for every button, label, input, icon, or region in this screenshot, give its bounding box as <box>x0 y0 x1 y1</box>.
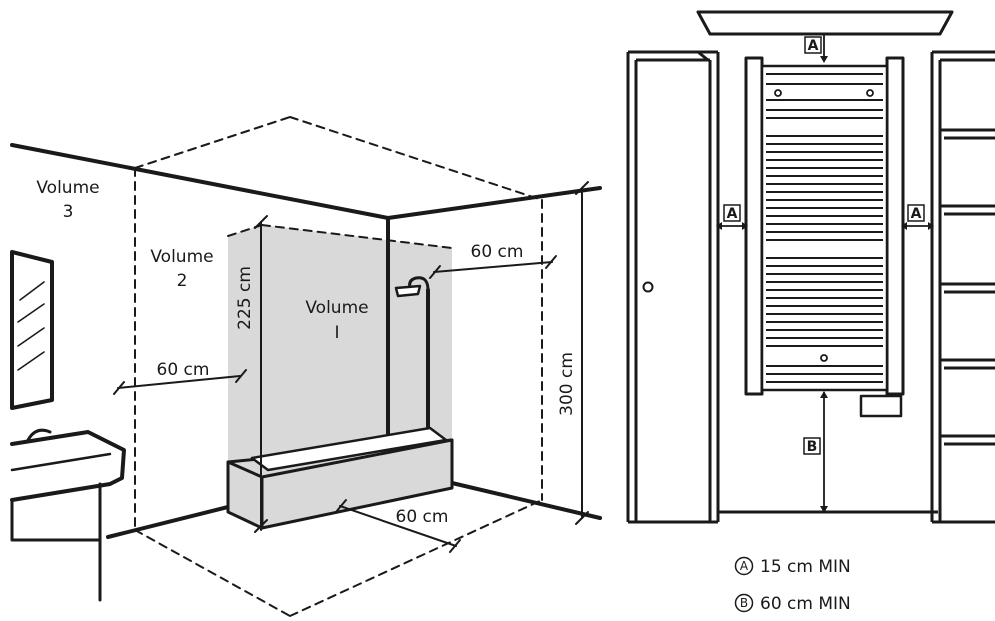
legend-text-a: 15 cm MIN <box>760 557 851 577</box>
legend-symbol-b: B <box>740 596 748 610</box>
volume-3-number: 3 <box>63 202 74 222</box>
dimension-side-60 <box>113 369 247 395</box>
legend-symbol-a: A <box>740 559 749 573</box>
volume-3-label: Volume <box>36 178 99 198</box>
mirror <box>10 250 54 410</box>
volume-2-boundary <box>134 116 543 617</box>
clearance-arrows <box>716 34 934 513</box>
marker-bottom: B <box>803 437 821 455</box>
svg-text:A: A <box>911 206 922 222</box>
dimension-top-60-label: 60 cm <box>471 242 524 262</box>
dimension-225-label: 225 cm <box>235 266 255 330</box>
svg-text:A: A <box>808 38 819 54</box>
legend-text-b: 60 cm MIN <box>760 594 851 614</box>
shelf <box>696 10 954 36</box>
shower <box>394 276 430 440</box>
marker-top: A <box>804 36 822 54</box>
dimension-top-60 <box>429 255 557 279</box>
volume-1-label: Volume <box>305 298 368 318</box>
dimension-front-60 <box>335 499 461 553</box>
clearance-markers: A A A B <box>723 36 925 455</box>
dimension-300-label: 300 cm <box>557 352 577 416</box>
towel-rail <box>744 56 905 418</box>
left-cabinet <box>626 50 938 524</box>
volume-2-label: Volume <box>150 247 213 267</box>
volume-2-number: 2 <box>177 271 188 291</box>
dimension-front-60-label: 60 cm <box>396 507 449 527</box>
clearance-legend: A 15 cm MIN B 60 cm MIN <box>734 556 851 614</box>
legend-item-a: A 15 cm MIN <box>734 556 851 577</box>
right-shelving <box>930 50 995 524</box>
thermostat-box <box>859 394 903 418</box>
svg-text:B: B <box>807 439 818 455</box>
bathtub <box>226 426 454 530</box>
floor-right <box>450 481 602 520</box>
towel-rail-diagram <box>626 10 995 524</box>
bathroom-zones-diagram <box>10 116 602 617</box>
volume-1-number: I <box>334 323 339 343</box>
svg-text:A: A <box>727 206 738 222</box>
bathroom-labels: Volume 3 Volume 2 Volume I 225 cm 300 cm… <box>36 178 577 527</box>
volume-1-zone <box>228 225 452 462</box>
floor-left <box>106 504 234 539</box>
legend-item-b: B 60 cm MIN <box>734 593 851 614</box>
towel-rail-bars <box>766 73 883 383</box>
wall-right-top <box>386 186 602 220</box>
dimension-225 <box>254 215 268 533</box>
wall-left-top <box>10 143 390 220</box>
marker-left: A <box>723 204 741 222</box>
sink-cabinet <box>10 428 126 602</box>
dimension-300 <box>575 181 589 525</box>
dimension-side-60-label: 60 cm <box>157 360 210 380</box>
marker-right: A <box>907 204 925 222</box>
